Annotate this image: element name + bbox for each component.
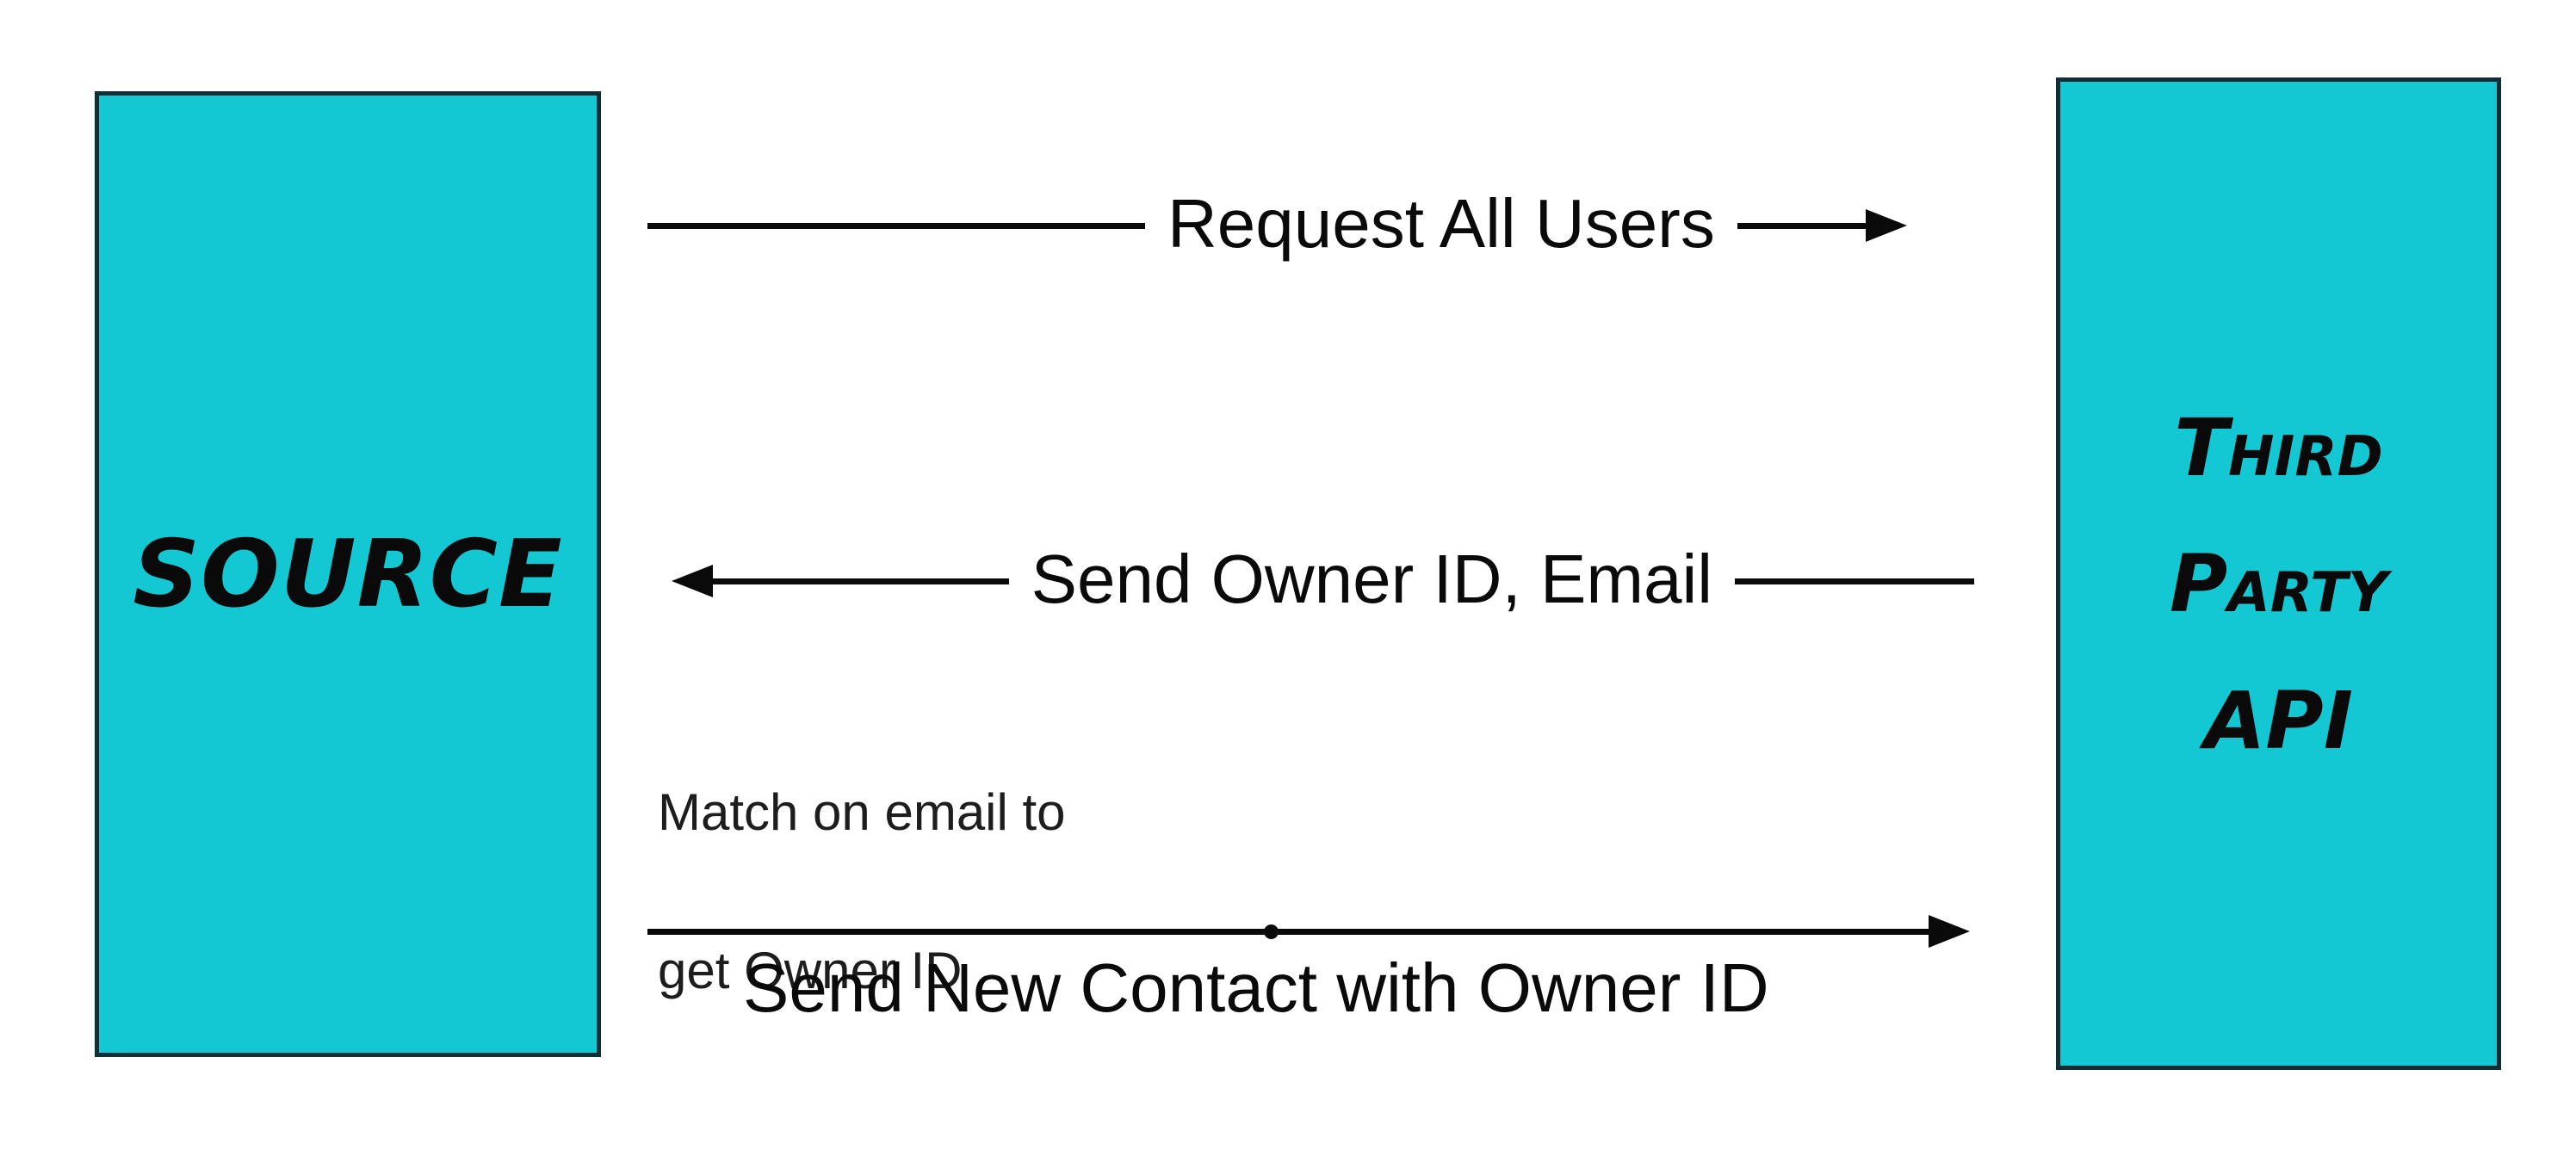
actor-box-third-party-api: Third Party API bbox=[2056, 77, 2501, 1070]
arrow-midpoint-dot-icon bbox=[1264, 924, 1279, 939]
arrow-line bbox=[1737, 222, 1866, 229]
message-label-request-all-users: Request All Users bbox=[1167, 185, 1715, 262]
arrowhead-left-icon bbox=[672, 565, 713, 597]
actor-label-third-party-api: Third Party API bbox=[2170, 358, 2387, 789]
note-line-1: Match on email to bbox=[658, 783, 1066, 841]
message-request-all-users: Request All Users bbox=[647, 189, 1907, 258]
actor-label-line-1: Third bbox=[2174, 402, 2383, 495]
note-match-on-email: Match on email to get Owner ID bbox=[658, 694, 1066, 1090]
actor-label-line-2: Party bbox=[2169, 538, 2388, 631]
arrow-line bbox=[647, 222, 1145, 229]
arrowhead-right-icon bbox=[1929, 915, 1970, 948]
note-line-2: get Owner ID bbox=[658, 942, 963, 999]
actor-label-source: SOURCE bbox=[133, 520, 563, 628]
arrow-line bbox=[1735, 578, 1974, 584]
arrow-line bbox=[647, 924, 1929, 939]
arrow-line bbox=[713, 578, 1009, 584]
message-send-owner-id-email: Send Owner ID, Email bbox=[672, 545, 1974, 614]
message-label-send-new-contact: Send New Contact with Owner ID bbox=[743, 949, 1769, 1026]
message-label-send-owner-id-email: Send Owner ID, Email bbox=[1031, 541, 1712, 617]
actor-box-source: SOURCE bbox=[95, 91, 601, 1057]
message-send-new-contact bbox=[647, 915, 1970, 948]
arrowhead-right-icon bbox=[1866, 209, 1907, 242]
actor-label-line-3: API bbox=[2204, 674, 2353, 767]
